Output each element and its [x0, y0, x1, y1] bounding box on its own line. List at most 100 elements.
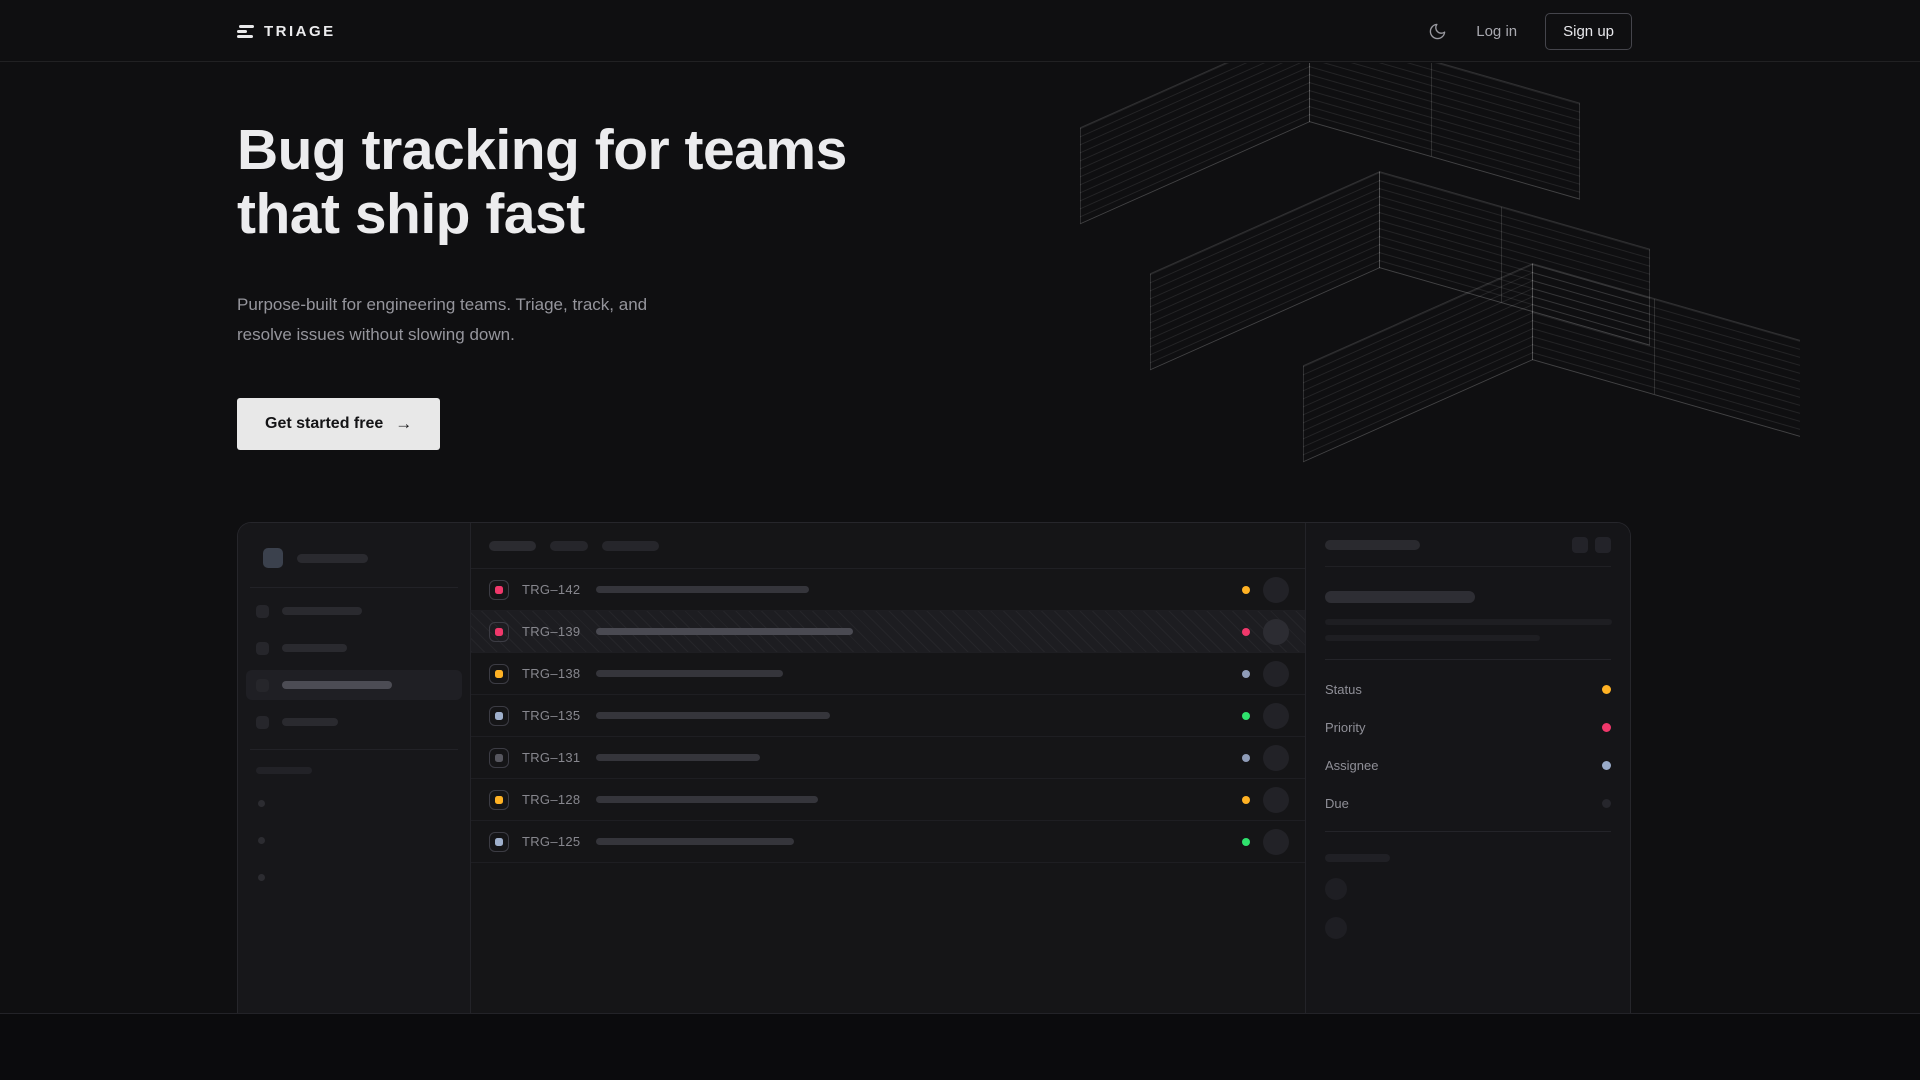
wireframe-slab	[1303, 263, 1800, 473]
issue-id: TRG–139	[522, 624, 581, 639]
moon-icon	[1429, 23, 1446, 39]
issue-id: TRG–128	[522, 792, 581, 807]
assignee-avatar	[1263, 618, 1289, 645]
issue-list-panel: TRG–142 TRG–139 TRG–138 TRG–135 TRG–131 …	[471, 523, 1305, 1013]
sidebar-nav-item[interactable]	[246, 596, 462, 626]
issue-list-header	[471, 523, 1305, 569]
mockup-sidebar	[238, 523, 471, 1013]
field-label: Priority	[1325, 719, 1366, 735]
issue-type-icon	[489, 705, 509, 726]
signup-button[interactable]: Sign up	[1545, 12, 1632, 50]
wireframe-decoration	[985, 63, 1800, 493]
hero-subtitle-line2: resolve issues without slowing down.	[237, 325, 515, 344]
issue-title-skeleton	[596, 586, 809, 593]
issue-row[interactable]: TRG–142	[471, 569, 1305, 611]
divider	[1325, 659, 1611, 660]
detail-field-row[interactable]: Status	[1325, 670, 1611, 708]
sidebar-item-label-skeleton	[282, 681, 392, 689]
footer	[0, 1013, 1920, 1080]
workspace-row	[238, 547, 470, 569]
skeleton-pill	[1325, 539, 1420, 550]
arrow-right-icon: →	[395, 414, 413, 433]
issue-title-skeleton	[596, 628, 853, 635]
issue-title-skeleton	[596, 796, 818, 803]
panel-action-button[interactable]	[1572, 536, 1588, 553]
tab-skeleton	[489, 540, 536, 551]
skeleton-pill	[1325, 854, 1390, 862]
assignee-avatar	[1263, 576, 1289, 603]
issue-status-dot	[1242, 753, 1250, 762]
hero-title: Bug tracking for teams that ship fast	[237, 118, 847, 246]
issue-row[interactable]: TRG–125	[471, 821, 1305, 863]
theme-toggle-button[interactable]	[1426, 20, 1448, 42]
sidebar-nav-item[interactable]	[246, 670, 462, 700]
brand[interactable]: TRIAGE	[237, 0, 336, 62]
issue-row[interactable]: TRG–128	[471, 779, 1305, 821]
issue-id: TRG–135	[522, 708, 581, 723]
sidebar-item-label-skeleton	[282, 644, 347, 652]
tab-skeleton	[550, 540, 588, 551]
issue-status-dot	[1242, 669, 1250, 678]
get-started-button[interactable]: Get started free →	[237, 398, 441, 450]
divider	[1325, 831, 1611, 832]
issue-type-icon	[489, 663, 509, 684]
assignee-avatar	[1263, 660, 1289, 687]
divider	[250, 749, 458, 750]
issue-row[interactable]: TRG–138	[471, 653, 1305, 695]
sidebar-nav-item[interactable]	[246, 633, 462, 663]
field-value-dot	[1602, 684, 1611, 694]
sidebar-item-icon	[256, 678, 269, 692]
sidebar-item-label-skeleton	[282, 607, 362, 615]
nav-actions: Log in Sign up	[1426, 0, 1632, 62]
brand-name: TRIAGE	[264, 22, 336, 40]
issue-row[interactable]: TRG–139	[471, 611, 1305, 653]
app-mockup: TRG–142 TRG–139 TRG–138 TRG–135 TRG–131 …	[237, 522, 1631, 1013]
description-line-skeleton	[1325, 619, 1612, 625]
hero-title-line1: Bug tracking for teams	[237, 118, 847, 182]
issue-type-icon	[489, 621, 509, 642]
tab-skeleton	[602, 540, 659, 551]
detail-field-row[interactable]: Due	[1325, 784, 1611, 822]
top-nav: TRIAGE Log in Sign up	[0, 0, 1920, 62]
triage-logo-icon	[237, 24, 254, 38]
sidebar-item-icon	[256, 604, 269, 618]
workspace-icon	[263, 548, 283, 568]
issue-title-skeleton	[596, 670, 783, 677]
sidebar-item-icon	[256, 715, 269, 729]
sidebar-item-label-skeleton	[282, 718, 338, 726]
issue-type-icon	[489, 831, 509, 852]
description-line-skeleton	[1325, 635, 1540, 641]
field-label: Status	[1325, 681, 1362, 697]
issue-list-rows: TRG–142 TRG–139 TRG–138 TRG–135 TRG–131 …	[471, 569, 1305, 863]
field-label: Due	[1325, 795, 1349, 811]
divider	[250, 587, 458, 588]
field-value-dot	[1602, 798, 1611, 808]
issue-id: TRG–131	[522, 750, 581, 765]
sidebar-dot-skeleton	[258, 874, 265, 881]
sidebar-section-label-skeleton	[256, 767, 312, 774]
sidebar-nav-items	[238, 596, 470, 737]
sidebar-item-icon	[256, 641, 269, 655]
issue-title-skeleton	[596, 754, 760, 761]
detail-header	[1325, 523, 1611, 567]
assignee-avatar	[1263, 702, 1289, 729]
issue-status-dot	[1242, 795, 1250, 804]
panel-action-button[interactable]	[1595, 536, 1611, 553]
issue-row[interactable]: TRG–131	[471, 737, 1305, 779]
sidebar-nav-item[interactable]	[246, 707, 462, 737]
sidebar-dot-skeleton	[258, 800, 265, 807]
issue-type-icon	[489, 579, 509, 600]
login-link[interactable]: Log in	[1476, 22, 1518, 40]
issue-status-dot	[1242, 711, 1250, 720]
detail-actions	[1572, 536, 1611, 553]
sidebar-footer-dots	[238, 800, 470, 881]
detail-field-row[interactable]: Priority	[1325, 708, 1611, 746]
issue-status-dot	[1242, 585, 1250, 594]
field-value-dot	[1602, 760, 1611, 770]
issue-row[interactable]: TRG–135	[471, 695, 1305, 737]
issue-title-skeleton	[596, 712, 830, 719]
issue-id: TRG–138	[522, 666, 581, 681]
detail-field-row[interactable]: Assignee	[1325, 746, 1611, 784]
issue-id: TRG–125	[522, 834, 581, 849]
issue-id: TRG–142	[522, 582, 581, 597]
